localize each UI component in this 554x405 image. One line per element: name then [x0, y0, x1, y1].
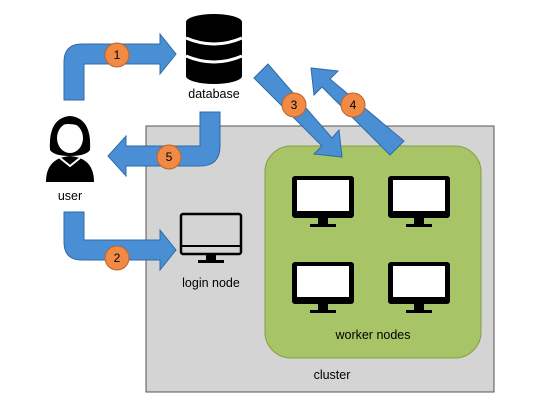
step-number: 1 [114, 48, 121, 62]
database-label: database [188, 87, 239, 101]
login-node-monitor-icon [179, 212, 243, 263]
step-badge: 2 [104, 245, 130, 271]
step-number: 5 [166, 150, 173, 164]
step-badge: 5 [156, 144, 182, 170]
step-number: 3 [291, 98, 298, 112]
arrow-database-to-user [107, 111, 221, 178]
database-icon [185, 14, 243, 84]
worker-nodes-label: worker nodes [334, 328, 410, 342]
step-number: 2 [114, 251, 121, 265]
step-badge: 3 [281, 92, 307, 118]
user-label: user [58, 189, 82, 203]
arrow-user-to-database [63, 32, 177, 101]
arrow-user-to-login-node [63, 211, 177, 272]
cluster-label: cluster [314, 368, 351, 382]
step-number: 4 [350, 98, 357, 112]
user-icon [46, 116, 94, 182]
login-node-label: login node [182, 276, 240, 290]
step-badge: 4 [340, 92, 366, 118]
step-badge: 1 [104, 42, 130, 68]
